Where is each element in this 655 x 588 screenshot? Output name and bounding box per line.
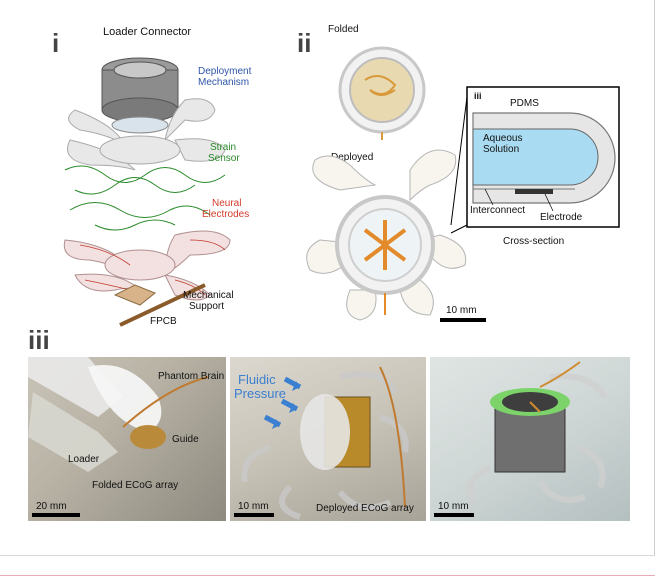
scale-label-left: 20 mm: [36, 501, 67, 512]
photo-deployed-array: 10 mm: [430, 357, 630, 521]
mechanical-support-label-1: Mechanical: [183, 290, 234, 301]
scale-bar: [234, 513, 274, 517]
scale-label-right: 10 mm: [438, 501, 469, 512]
neural-electrodes-label-2: Electrodes: [202, 209, 250, 220]
panel-label-iii: iii: [28, 325, 50, 355]
scale-bar: [32, 513, 80, 517]
fpcb-label: FPCB: [150, 316, 177, 327]
folded-deployed-illustration: [306, 46, 467, 321]
aqueous-label-1: Aqueous: [483, 133, 523, 144]
scale-bar: [434, 513, 474, 517]
cross-section-label: Cross-section: [503, 236, 565, 247]
panel-label-ii: ii: [297, 28, 312, 58]
deployment-mechanism-label-2: Mechanism: [198, 77, 250, 88]
scale-label-middle: 10 mm: [238, 501, 269, 512]
deployed-label: Deployed: [331, 152, 374, 163]
deployed-ecog-label: Deployed ECoG array: [316, 503, 414, 514]
strain-sensor-label-2: Sensor: [208, 153, 240, 164]
panel-label-iii-inset: iii: [474, 91, 482, 101]
guide-label: Guide: [172, 434, 199, 445]
neural-electrodes-label-1: Neural: [212, 198, 242, 209]
folded-ecog-label: Folded ECoG array: [92, 480, 179, 491]
cross-section-inset: [450, 86, 620, 234]
scale-bar: [440, 318, 486, 322]
loader-label: Loader: [68, 454, 100, 465]
scale-label-ii: 10 mm: [446, 305, 477, 316]
photo-deployment: Fluidic Pressure Deployed ECoG array 10 …: [230, 357, 426, 521]
panel-label-i: i: [52, 28, 60, 58]
interconnect-label: Interconnect: [470, 205, 526, 216]
exploded-device-illustration: [63, 57, 231, 327]
fluidic-label-1: Fluidic: [238, 372, 276, 387]
phantom-brain-label: Phantom Brain: [158, 371, 225, 382]
deployment-mechanism-label-1: Deployment: [198, 66, 252, 77]
folded-label: Folded: [328, 24, 359, 35]
photo-loader-insertion: Phantom Brain Guide Loader Folded ECoG a…: [28, 357, 226, 521]
divider: [0, 555, 655, 556]
aqueous-label-2: Solution: [483, 144, 520, 155]
electrode-label: Electrode: [540, 212, 583, 223]
mechanical-support-label-2: Support: [189, 301, 225, 312]
divider-bottom: [0, 575, 655, 576]
fluidic-label-2: Pressure: [234, 386, 287, 401]
loader-connector-label: Loader Connector: [103, 26, 192, 38]
pdms-label: PDMS: [510, 98, 539, 109]
strain-sensor-label-1: Strain: [210, 142, 237, 153]
